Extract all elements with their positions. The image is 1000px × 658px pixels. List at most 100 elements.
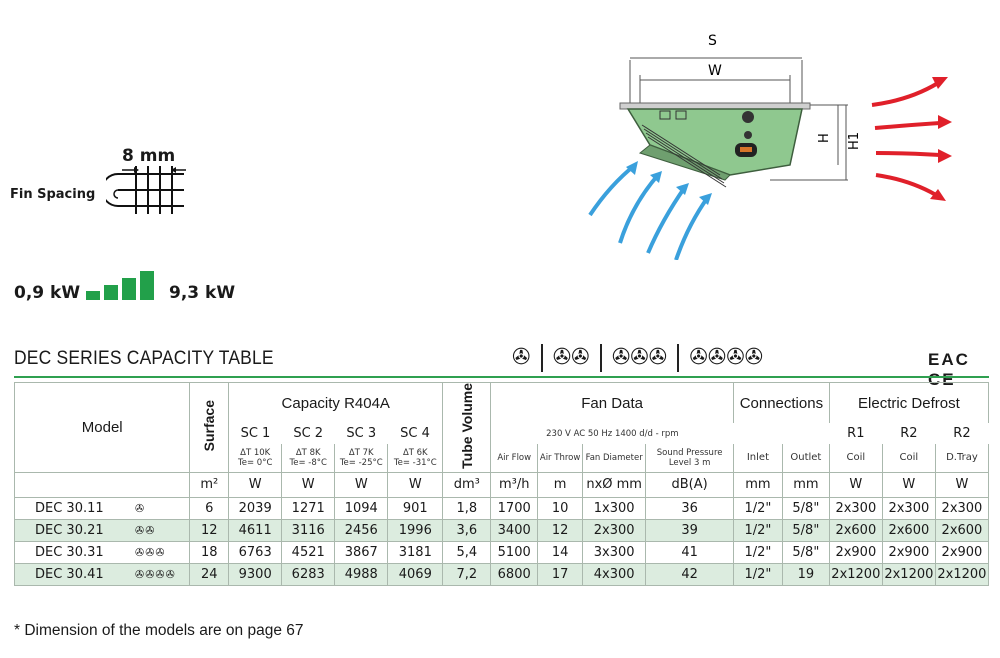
dia-cell: 2x300 [582,518,647,542]
sc3-header: SC 3 [346,426,377,442]
unit-cell: m² [189,471,230,498]
sc1-cell: 4611 [228,518,283,542]
capacity-min: 0,9 kW [14,283,81,303]
unit-cell: m³/h [490,471,539,498]
tube-cell: 3,6 [442,518,492,542]
unit-cell: dm³ [442,471,492,498]
dim-w-label: W [708,63,722,79]
connections-header: Connections [732,382,830,424]
flow-cell: 5100 [490,540,539,564]
sc4-cell: 1996 [387,518,444,542]
sc2-cell: 1271 [281,496,336,520]
unit-cell: W [881,471,936,498]
sc4-cell: 3181 [387,540,444,564]
sc2-te: Te= -8°C [289,457,327,468]
throw-cell: 14 [537,540,584,564]
fin-spacing-label: Fin Spacing [10,187,96,202]
sc4-dt: ΔT 6K [402,447,428,458]
fan-data-header: Fan Data [490,382,734,424]
range-bar [104,285,118,300]
flow-cell: 1700 [490,496,539,520]
outlet-cell: 19 [781,562,830,586]
unit-cell: W [934,471,990,498]
sc2-cell: 3116 [281,518,336,542]
r2t-cell: 2x1200 [934,562,990,586]
defrost-header: Electric Defrost [828,382,990,424]
range-bar [86,291,100,300]
fin-spacing-value: 8 mm [122,146,176,166]
fan-diameter-header: Fan Diameter [582,443,647,473]
throw-cell: 10 [537,496,584,520]
table-title: DEC SERIES CAPACITY TABLE [14,348,274,369]
capacity-max: 9,3 kW [169,283,236,303]
unit-cell: W [334,471,389,498]
unit-cell: W [228,471,283,498]
unit-cell: mm [781,471,830,498]
def-r2: R2 [900,426,918,442]
r2-cell: 2x300 [881,496,936,520]
tube-cell: 1,8 [442,496,492,520]
sc3-cell: 2456 [334,518,389,542]
tube-cell: 7,2 [442,562,492,586]
r2t-cell: 2x300 [934,496,990,520]
title-rule [14,376,989,378]
outlet-cell: 5/8" [781,518,830,542]
unit-cell: nxØ mm [582,471,647,498]
fan-count-icon: ✇ [135,501,146,515]
fan-count-icon: ✇✇✇✇ [135,567,176,581]
dim-s-label: S [708,33,717,49]
divider [540,344,543,373]
footnote: * Dimension of the models are on page 67 [14,622,304,639]
sc1-header: SC 1 [240,426,271,442]
spl-cell: 39 [645,518,734,542]
model-cell: DEC 30.21✇✇ [13,518,191,542]
spl-cell: 42 [645,562,734,586]
unit-cell: W [281,471,336,498]
surface-cell: 24 [189,562,230,586]
inlet-cell: 1/2" [732,540,783,564]
sc3-dt: ΔT 7K [348,447,374,458]
spl-cell: 41 [645,540,734,564]
def-coil-1: Coil [828,443,883,473]
inlet-cell: 1/2" [732,496,783,520]
outlet-cell: 5/8" [781,496,830,520]
unit-cell: m [537,471,584,498]
divider [677,344,680,373]
r2-cell: 2x900 [881,540,936,564]
model-cell: DEC 30.41✇✇✇✇ [13,562,191,586]
r1-cell: 2x300 [828,496,883,520]
sc4-cell: 901 [387,496,444,520]
dim-h-label: H [817,133,832,143]
sc4-te: Te= -31°C [393,457,437,468]
outlet-cell: 5/8" [781,540,830,564]
def-tray: D.Tray [934,443,990,473]
fan-icon: ✇✇✇✇ [689,344,764,369]
def-r2-tray: R2 [953,426,971,442]
sc1-te: Te= 0°C [237,457,273,468]
flow-cell: 3400 [490,518,539,542]
tube-volume-header: Tube Volume [442,382,492,473]
inlet-cell: 1/2" [732,518,783,542]
r2-cell: 2x1200 [881,562,936,586]
def-r1: R1 [847,426,865,442]
fan-spec: 230 V AC 50 Hz 1400 d/d - rpm [546,428,679,439]
sc2-header: SC 2 [293,426,324,442]
dim-h1-label: H1 [847,132,862,150]
capacity-range-bars [86,270,158,300]
surface-cell: 6 [189,496,230,520]
sc2-cell: 6283 [281,562,336,586]
model-cell: DEC 30.11✇ [13,496,191,520]
unit-cell: W [828,471,883,498]
fin-spacing-icon [106,166,186,214]
fan-count-icon: ✇✇ [135,523,156,537]
unit-cell: W [387,471,444,498]
r2t-cell: 2x900 [934,540,990,564]
unit-cell: mm [732,471,783,498]
fan-icon: ✇ [512,344,531,369]
sc3-cell: 4988 [334,562,389,586]
spl-cell: 36 [645,496,734,520]
spl-header: Sound Pressure Level 3 m [645,443,734,473]
inlet-cell: 1/2" [732,562,783,586]
